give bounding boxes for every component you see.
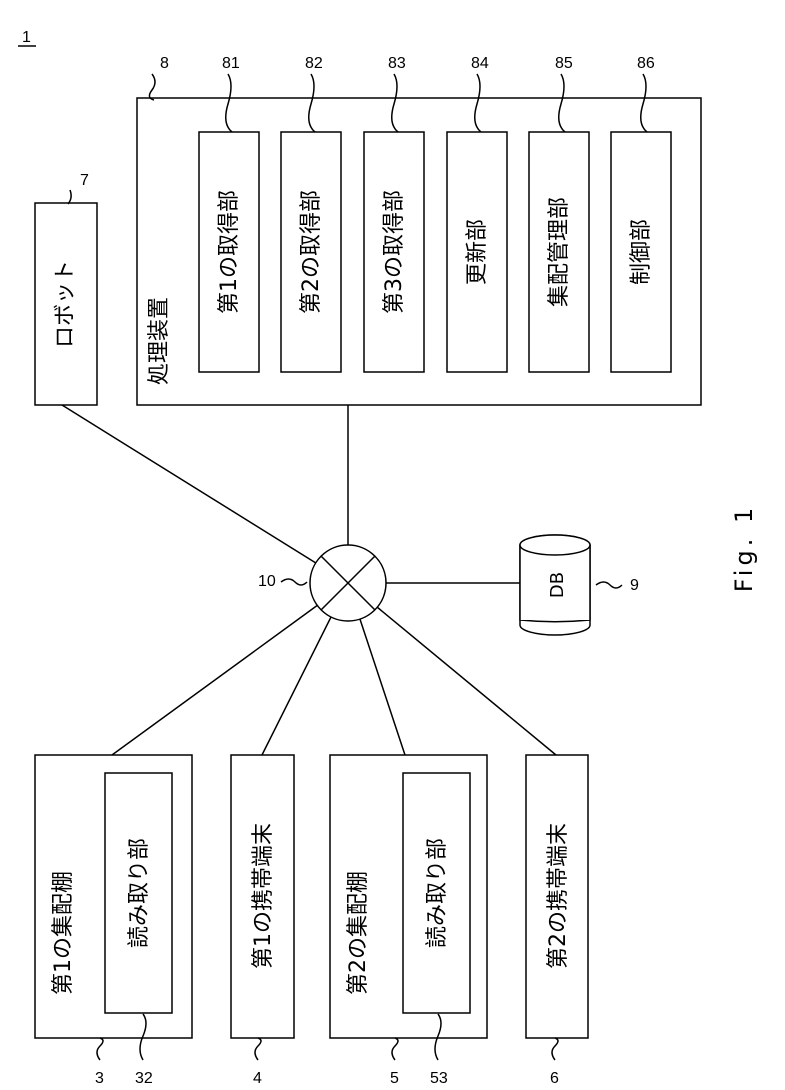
terminal1-ref: 4 <box>253 1070 262 1087</box>
terminal1-box: 第1の携帯端末 <box>231 755 294 1038</box>
unit-label: 集配管理部 <box>547 197 572 307</box>
unit-label: 第3の取得部 <box>382 190 407 314</box>
database-leader <box>596 582 622 588</box>
terminal2-leader <box>552 1038 558 1060</box>
unit-ref: 81 <box>222 55 240 72</box>
shelf1-ref: 3 <box>95 1070 104 1087</box>
robot-ref: 7 <box>80 172 89 189</box>
unit-ref: 83 <box>388 55 406 72</box>
terminal1-leader <box>255 1038 261 1060</box>
shelf1-leader <box>97 1038 103 1060</box>
unit-label: 制御部 <box>629 219 654 285</box>
robot-box: ロボット <box>35 203 97 405</box>
unit-84: 更新部 <box>447 132 507 372</box>
database-label: DB <box>547 572 568 598</box>
shelf2-leader <box>392 1038 398 1060</box>
database-ref: 9 <box>630 577 639 594</box>
unit-ref: 84 <box>471 55 489 72</box>
unit-83: 第3の取得部 <box>364 132 424 372</box>
unit-label: 更新部 <box>465 219 490 285</box>
unit-ref: 82 <box>305 55 323 72</box>
unit-82: 第2の取得部 <box>281 132 341 372</box>
line-hub-robot <box>62 405 348 583</box>
database-cylinder: DB <box>520 535 590 635</box>
shelf1-reader-ref: 32 <box>135 1070 153 1087</box>
shelf2-box: 第2の集配棚 読み取り部 <box>330 755 487 1038</box>
line-hub-shelf1 <box>112 583 348 755</box>
shelf1-reader-label: 読み取り部 <box>127 838 152 948</box>
processing-device-ref: 8 <box>160 55 169 72</box>
terminal1-label: 第1の携帯端末 <box>251 823 276 969</box>
unit-81: 第1の取得部 <box>199 132 259 372</box>
unit-85: 集配管理部 <box>529 132 589 372</box>
shelf1-label: 第1の集配棚 <box>51 871 76 995</box>
unit-ref: 85 <box>555 55 573 72</box>
network-ref: 10 <box>258 573 276 590</box>
shelf2-ref: 5 <box>390 1070 399 1087</box>
robot-leader <box>68 190 71 204</box>
unit-label: 第2の取得部 <box>299 190 324 314</box>
connection-lines <box>62 405 556 755</box>
system-ref: 1 <box>22 29 31 46</box>
network-hub <box>310 545 386 621</box>
processing-device-leader <box>149 74 155 100</box>
shelf1-box: 第1の集配棚 読み取り部 <box>35 755 192 1038</box>
shelf2-label: 第2の集配棚 <box>346 871 371 995</box>
shelf2-reader-ref: 53 <box>430 1070 448 1087</box>
terminal2-label: 第2の携帯端末 <box>546 823 571 969</box>
terminal2-ref: 6 <box>550 1070 559 1087</box>
unit-label: 第1の取得部 <box>217 190 242 314</box>
terminal2-box: 第2の携帯端末 <box>526 755 588 1038</box>
figure-label: Fig. 1 <box>730 504 758 593</box>
unit-ref: 86 <box>637 55 655 72</box>
unit-86: 制御部 <box>611 132 671 372</box>
robot-label: ロボット <box>53 260 78 348</box>
network-leader <box>281 579 307 585</box>
processing-device-label: 処理装置 <box>147 297 172 385</box>
shelf2-reader-label: 読み取り部 <box>425 838 450 948</box>
